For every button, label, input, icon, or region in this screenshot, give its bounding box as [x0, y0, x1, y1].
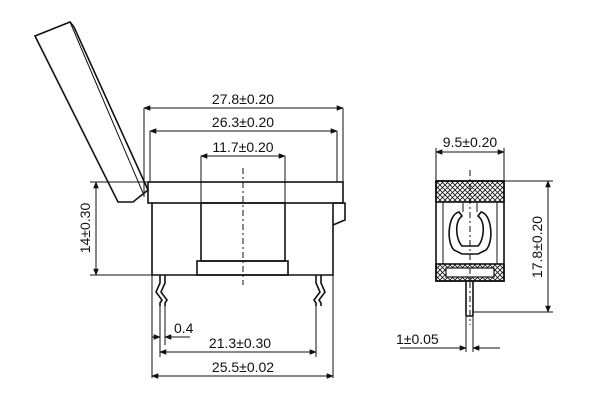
dim-overall-width: 27.8±0.20 [212, 91, 274, 107]
dim-body-height: 14±0.30 [77, 203, 93, 254]
dim-side-height: 17.8±0.20 [529, 216, 545, 278]
dim-window-width: 11.7±0.20 [212, 139, 273, 155]
dim-pin-thickness: 1±0.05 [396, 331, 439, 347]
dim-pin-offset: 0.4 [174, 320, 194, 336]
front-view: 27.8±0.20 26.3±0.20 11.7±0.20 14±0.30 0.… [33, 21, 346, 379]
right-pin [313, 275, 321, 306]
fuse-clip [448, 211, 492, 255]
dim-base-width: 25.5±0.02 [212, 359, 274, 375]
dim-pin-span: 21.3±0.30 [209, 335, 271, 351]
top-cap [147, 181, 344, 204]
dim-side-width: 9.5±0.20 [443, 134, 498, 150]
left-pin [155, 275, 163, 306]
side-view: 9.5±0.20 17.8±0.20 1±0.05 [396, 134, 553, 352]
open-lid [33, 21, 149, 203]
dim-inner-width: 26.3±0.20 [212, 114, 274, 130]
